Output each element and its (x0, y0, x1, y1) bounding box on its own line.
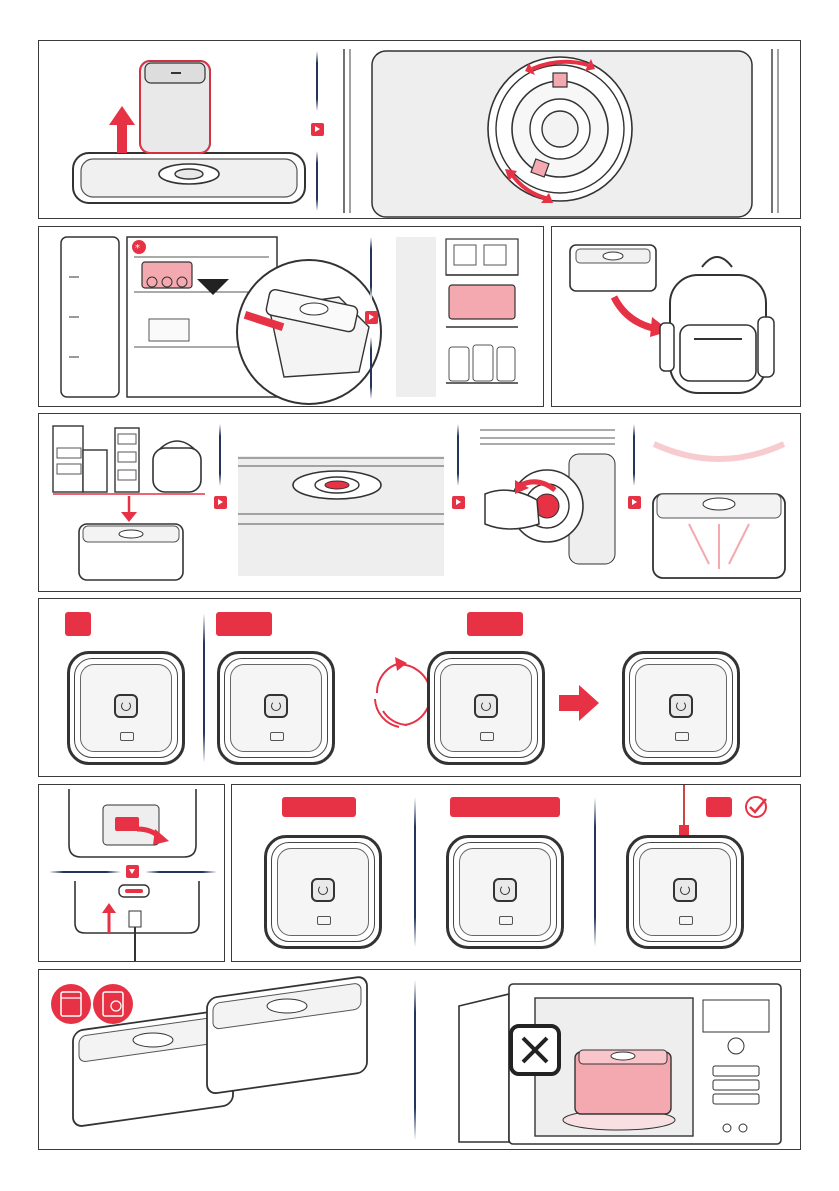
power-button[interactable] (474, 694, 498, 718)
next-step-icon (452, 496, 465, 509)
status-led (499, 916, 513, 925)
next-arrow-icon (559, 685, 599, 721)
status-led (480, 732, 494, 741)
pump-unit-battery-low (264, 835, 382, 949)
vacuum-steps-illustration (39, 414, 801, 592)
power-button[interactable] (673, 878, 697, 902)
status-led (679, 916, 693, 925)
panel-vacuum-process (38, 413, 801, 592)
power-button[interactable] (493, 878, 517, 902)
pump-unit-battery-charging (446, 835, 564, 949)
panel-charging (38, 784, 225, 962)
panel-light-indicators (38, 598, 801, 777)
step-divider (594, 797, 596, 947)
power-button[interactable] (669, 694, 693, 718)
next-step-icon (214, 496, 227, 509)
status-led (317, 916, 331, 925)
panel-carry-in-backpack (551, 226, 801, 407)
next-step-icon (126, 865, 139, 878)
step-divider (219, 424, 221, 486)
pump-unit-transition-start (427, 651, 545, 765)
step-divider (145, 871, 217, 873)
microwave-illustration (39, 970, 801, 1150)
power-button[interactable] (311, 878, 335, 902)
status-led (675, 732, 689, 741)
pump-unit-transition-end (622, 651, 740, 765)
step-divider (457, 424, 459, 486)
panel-cleaning-and-heating (38, 969, 801, 1150)
step-divider (49, 871, 121, 873)
panel-battery-status (231, 784, 801, 962)
step-divider (633, 424, 635, 486)
panel-fridge-storage: * (38, 226, 544, 407)
valve-rotate-illustration (39, 41, 801, 219)
fridge-shelf-illustration (39, 227, 544, 407)
panel-attach-pump (38, 40, 801, 219)
step-divider (414, 797, 416, 947)
backpack-illustration (552, 227, 801, 407)
next-step-icon (628, 496, 641, 509)
pump-unit-battery-full (626, 835, 744, 949)
